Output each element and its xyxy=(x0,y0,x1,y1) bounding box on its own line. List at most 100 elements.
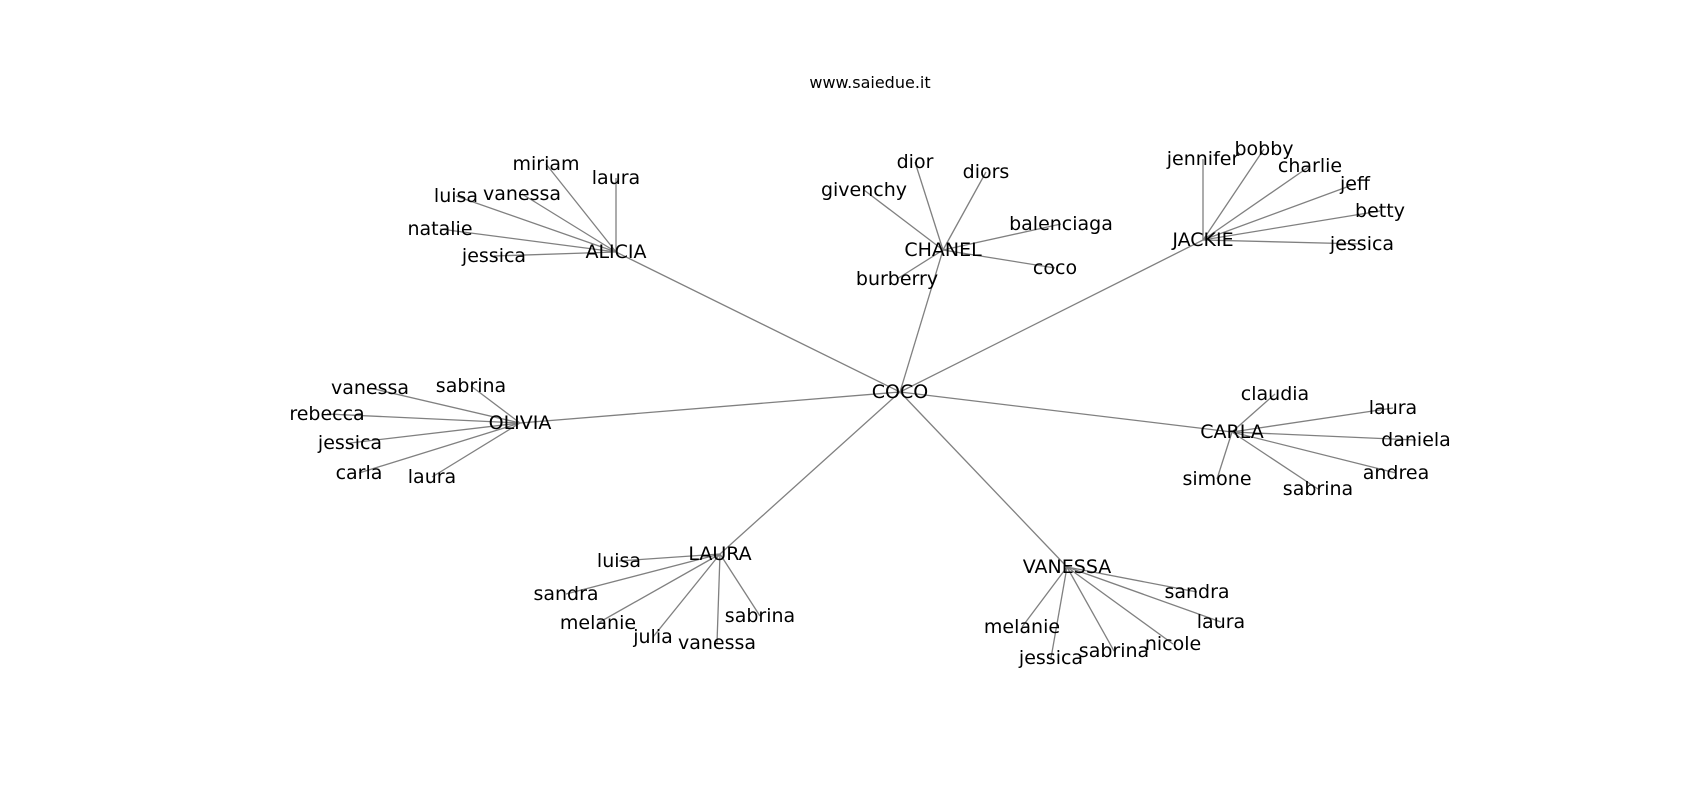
edge-alicia-luisa xyxy=(455,195,617,253)
edge-root-jackie xyxy=(899,239,1204,393)
edge-jackie-jessica xyxy=(1202,239,1363,245)
node-leaf-carla-sabrina: sabrina xyxy=(1283,478,1353,500)
node-leaf-carla-daniela: daniela xyxy=(1381,429,1451,451)
edge-chanel-coco xyxy=(942,249,1056,269)
node-leaf-olivia-rebecca: rebecca xyxy=(289,403,364,425)
edge-root-chanel xyxy=(899,249,944,393)
edge-carla-daniela xyxy=(1231,431,1417,441)
edge-chanel-balenciaga xyxy=(942,223,1062,251)
edge-alicia-miriam xyxy=(545,163,617,253)
edge-carla-claudia xyxy=(1231,393,1276,433)
node-leaf-alicia-miriam: miriam xyxy=(512,153,579,175)
edge-laura-luisa xyxy=(618,553,721,562)
edge-alicia-vanessa xyxy=(521,193,617,253)
node-hub-alicia: ALICIA xyxy=(585,241,646,263)
edge-root-alicia xyxy=(615,251,901,393)
node-leaf-jackie-betty: betty xyxy=(1355,200,1405,222)
edge-olivia-vanessa xyxy=(369,387,521,424)
edge-carla-andrea xyxy=(1231,431,1397,474)
node-leaf-chanel-balenciaga: balenciaga xyxy=(1009,213,1113,235)
node-leaf-olivia-sabrina: sabrina xyxy=(436,375,506,397)
node-leaf-alicia-luisa: luisa xyxy=(434,185,478,207)
node-leaf-carla-claudia: claudia xyxy=(1241,383,1309,405)
node-leaf-laura-luisa: luisa xyxy=(597,550,641,572)
node-hub-chanel: CHANEL xyxy=(904,239,982,261)
node-leaf-jackie-charlie: charlie xyxy=(1278,155,1342,177)
edge-jackie-bobby xyxy=(1202,148,1265,241)
edge-alicia-natalie xyxy=(439,228,617,253)
edge-laura-melanie xyxy=(597,553,721,624)
edge-laura-vanessa xyxy=(716,553,721,644)
edge-vanessa-sabrina xyxy=(1066,566,1115,652)
node-leaf-olivia-carla: carla xyxy=(336,462,383,484)
node-leaf-laura-vanessa: vanessa xyxy=(678,632,756,654)
edge-root-vanessa xyxy=(899,391,1068,568)
edge-olivia-jessica xyxy=(349,422,521,444)
edge-carla-laura xyxy=(1231,407,1394,433)
node-leaf-carla-andrea: andrea xyxy=(1363,462,1429,484)
node-hub-carla: CARLA xyxy=(1200,421,1264,443)
node-leaf-alicia-natalie: natalie xyxy=(407,218,472,240)
node-leaf-jackie-bobby: bobby xyxy=(1234,138,1293,160)
node-leaf-chanel-diors: diors xyxy=(963,161,1010,183)
node-leaf-laura-julia: julia xyxy=(632,626,673,648)
node-leaf-olivia-laura: laura xyxy=(408,466,456,488)
node-root: COCO xyxy=(872,381,928,403)
node-leaf-alicia-laura: laura xyxy=(592,167,640,189)
edge-chanel-diors xyxy=(942,171,987,251)
edge-chanel-givenchy xyxy=(863,189,944,251)
node-leaf-jackie-jeff: jeff xyxy=(1339,173,1371,195)
node-hub-vanessa: VANESSA xyxy=(1023,556,1111,578)
edge-alicia-jessica xyxy=(493,251,617,257)
node-hub-laura: LAURA xyxy=(688,543,751,565)
diagram-title: www.saiedue.it xyxy=(809,73,930,92)
edge-chanel-burberry xyxy=(896,249,944,280)
node-leaf-jackie-jessica: jessica xyxy=(1329,233,1394,255)
edge-carla-simone xyxy=(1216,431,1233,480)
node-leaf-chanel-burberry: burberry xyxy=(856,268,938,290)
node-leaf-vanessa-melanie: melanie xyxy=(984,616,1060,638)
edge-jackie-betty xyxy=(1202,210,1381,241)
edges-layer xyxy=(326,148,1417,659)
node-leaf-alicia-jessica: jessica xyxy=(461,245,526,267)
node-leaf-alicia-vanessa: vanessa xyxy=(483,183,561,205)
edge-olivia-carla xyxy=(358,422,521,474)
edge-olivia-laura xyxy=(431,422,521,478)
node-leaf-chanel-givenchy: givenchy xyxy=(821,179,907,201)
edge-jackie-jeff xyxy=(1202,183,1356,241)
node-leaf-olivia-jessica: jessica xyxy=(317,432,382,454)
edge-chanel-dior xyxy=(914,161,944,251)
edge-carla-sabrina xyxy=(1231,431,1319,490)
node-leaf-laura-melanie: melanie xyxy=(560,612,636,634)
edge-vanessa-melanie xyxy=(1021,566,1068,628)
node-leaf-chanel-coco: coco xyxy=(1033,257,1077,279)
edge-laura-sandra xyxy=(565,553,721,595)
edge-root-carla xyxy=(899,391,1233,433)
edge-vanessa-sandra xyxy=(1066,566,1198,593)
node-leaf-vanessa-jessica: jessica xyxy=(1018,647,1083,669)
node-hub-olivia: OLIVIA xyxy=(489,412,552,434)
edge-vanessa-laura xyxy=(1066,566,1222,623)
edge-jackie-charlie xyxy=(1202,165,1311,241)
node-leaf-laura-sandra: sandra xyxy=(533,583,598,605)
node-leaf-carla-simone: simone xyxy=(1182,468,1251,490)
node-leaf-vanessa-sabrina: sabrina xyxy=(1079,640,1149,662)
edge-olivia-sabrina xyxy=(470,385,521,424)
edge-laura-julia xyxy=(652,553,721,638)
edge-vanessa-nicole xyxy=(1066,566,1174,645)
node-leaf-chanel-dior: dior xyxy=(897,151,934,173)
node-leaf-vanessa-nicole: nicole xyxy=(1145,633,1201,655)
node-leaf-olivia-vanessa: vanessa xyxy=(331,377,409,399)
node-leaf-vanessa-laura: laura xyxy=(1197,611,1245,633)
edge-laura-sabrina xyxy=(719,553,761,617)
edge-vanessa-jessica xyxy=(1050,566,1068,659)
edge-root-olivia xyxy=(519,391,901,424)
edge-olivia-rebecca xyxy=(326,413,521,424)
node-hub-jackie: JACKIE xyxy=(1171,229,1233,251)
edge-root-laura xyxy=(719,391,901,555)
node-leaf-vanessa-sandra: sandra xyxy=(1164,581,1229,603)
node-leaf-jackie-jennifer: jennifer xyxy=(1166,148,1240,170)
node-leaf-carla-laura: laura xyxy=(1369,397,1417,419)
